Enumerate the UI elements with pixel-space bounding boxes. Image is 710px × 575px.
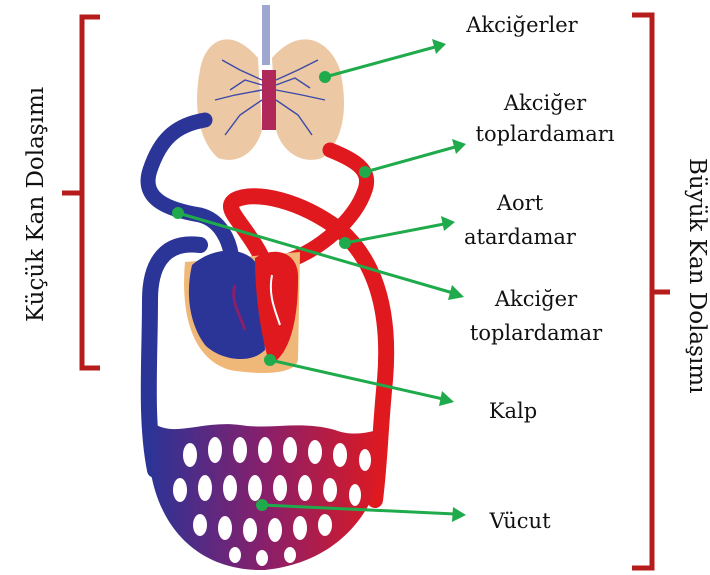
large-circulation-bracket [632,15,670,568]
aorta-label-line2: atardamar [464,225,577,249]
small-circulation-bracket [62,17,100,368]
trachea [262,5,270,65]
pulmonary-vein-b-label-line2: toplardamar [470,321,603,345]
body-label: Vücut [488,509,551,533]
lungs [197,39,344,160]
lungs-label: Akciğerler [465,13,578,37]
heart-label: Kalp [489,399,537,423]
pulmonary-vein-label-line1: Akciğer [503,91,587,115]
pulmonary-vein-pointer [359,139,466,178]
pulmonary-vein-label-line2: toplardamarı [476,122,615,146]
pulmonary-vein-b-label-line1: Akciğer [494,287,578,311]
aorta-label-line1: Aort [496,191,544,215]
small-circulation-label: Küçük Kan Dolaşımı [23,87,49,322]
heart [184,251,300,373]
body-capillaries [148,420,385,570]
large-circulation-label: Büyük Kan Dolaşımı [684,158,710,393]
